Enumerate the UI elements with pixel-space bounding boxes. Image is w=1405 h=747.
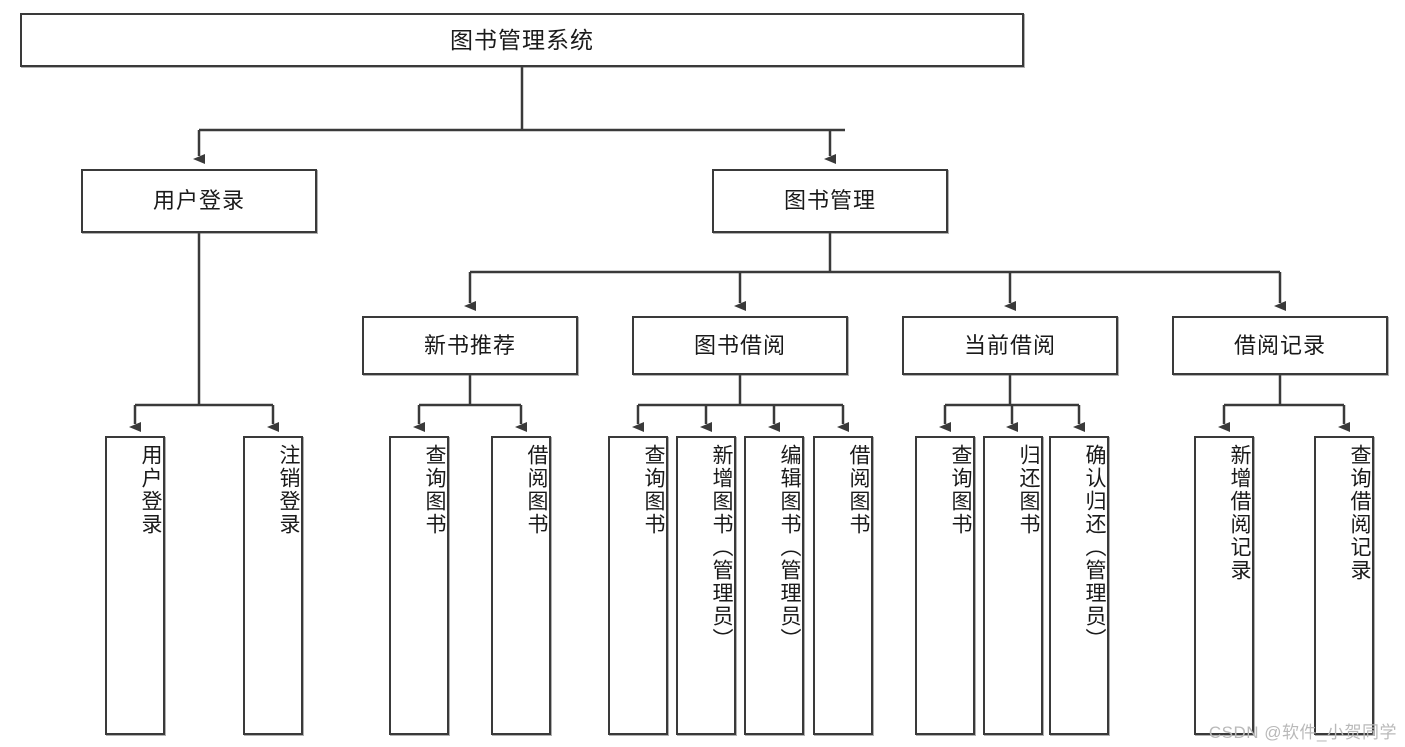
- node-label: 新增图书（管理员）: [710, 444, 733, 651]
- node-label: 查询图书: [642, 444, 665, 536]
- node-borrow-records[interactable]: 借阅记录: [1172, 316, 1388, 375]
- csdn-watermark: CSDN @软件_小贺同学: [1208, 723, 1397, 742]
- leaf-current-borrow-confirm-return-admin[interactable]: 确认归还（管理员）: [1049, 436, 1109, 735]
- node-root-book-management-system[interactable]: 图书管理系统: [20, 13, 1024, 67]
- leaf-book-borrow-add-book-admin[interactable]: 新增图书（管理员）: [676, 436, 736, 735]
- leaf-new-book-borrow-books[interactable]: 借阅图书: [491, 436, 551, 735]
- node-label: 归还图书: [1017, 444, 1040, 536]
- node-label: 编辑图书（管理员）: [778, 444, 801, 651]
- node-label: 用户登录: [152, 188, 245, 214]
- node-current-borrowing[interactable]: 当前借阅: [902, 316, 1118, 375]
- node-label: 图书管理: [783, 188, 876, 214]
- node-label: 当前借阅: [963, 332, 1056, 358]
- node-label: 确认归还（管理员）: [1083, 444, 1106, 651]
- node-label: 查询借阅记录: [1348, 444, 1371, 582]
- leaf-user-login-login[interactable]: 用户登录: [105, 436, 165, 735]
- leaf-borrow-record-query-record[interactable]: 查询借阅记录: [1314, 436, 1374, 735]
- node-label: 新增借阅记录: [1228, 444, 1251, 582]
- node-label: 用户登录: [139, 444, 162, 536]
- leaf-current-borrow-query-books[interactable]: 查询图书: [915, 436, 975, 735]
- node-label: 借阅记录: [1233, 332, 1326, 358]
- node-label: 注销登录: [277, 444, 300, 536]
- leaf-new-book-query-books[interactable]: 查询图书: [389, 436, 449, 735]
- leaf-user-login-logout[interactable]: 注销登录: [243, 436, 303, 735]
- node-label: 借阅图书: [847, 444, 870, 536]
- node-label: 图书管理系统: [450, 26, 594, 53]
- node-user-login[interactable]: 用户登录: [81, 169, 317, 233]
- leaf-borrow-record-add-record[interactable]: 新增借阅记录: [1194, 436, 1254, 735]
- node-new-book-recommendation[interactable]: 新书推荐: [362, 316, 578, 375]
- node-label: 图书借阅: [693, 332, 786, 358]
- node-label: 借阅图书: [525, 444, 548, 536]
- node-label: 新书推荐: [423, 332, 516, 358]
- leaf-book-borrow-borrow-books[interactable]: 借阅图书: [813, 436, 873, 735]
- leaf-current-borrow-return-books[interactable]: 归还图书: [983, 436, 1043, 735]
- node-label: 查询图书: [423, 444, 446, 536]
- node-label: 查询图书: [949, 444, 972, 536]
- node-book-borrowing[interactable]: 图书借阅: [632, 316, 848, 375]
- leaf-book-borrow-query-books[interactable]: 查询图书: [608, 436, 668, 735]
- node-book-management[interactable]: 图书管理: [712, 169, 948, 233]
- leaf-book-borrow-edit-book-admin[interactable]: 编辑图书（管理员）: [744, 436, 804, 735]
